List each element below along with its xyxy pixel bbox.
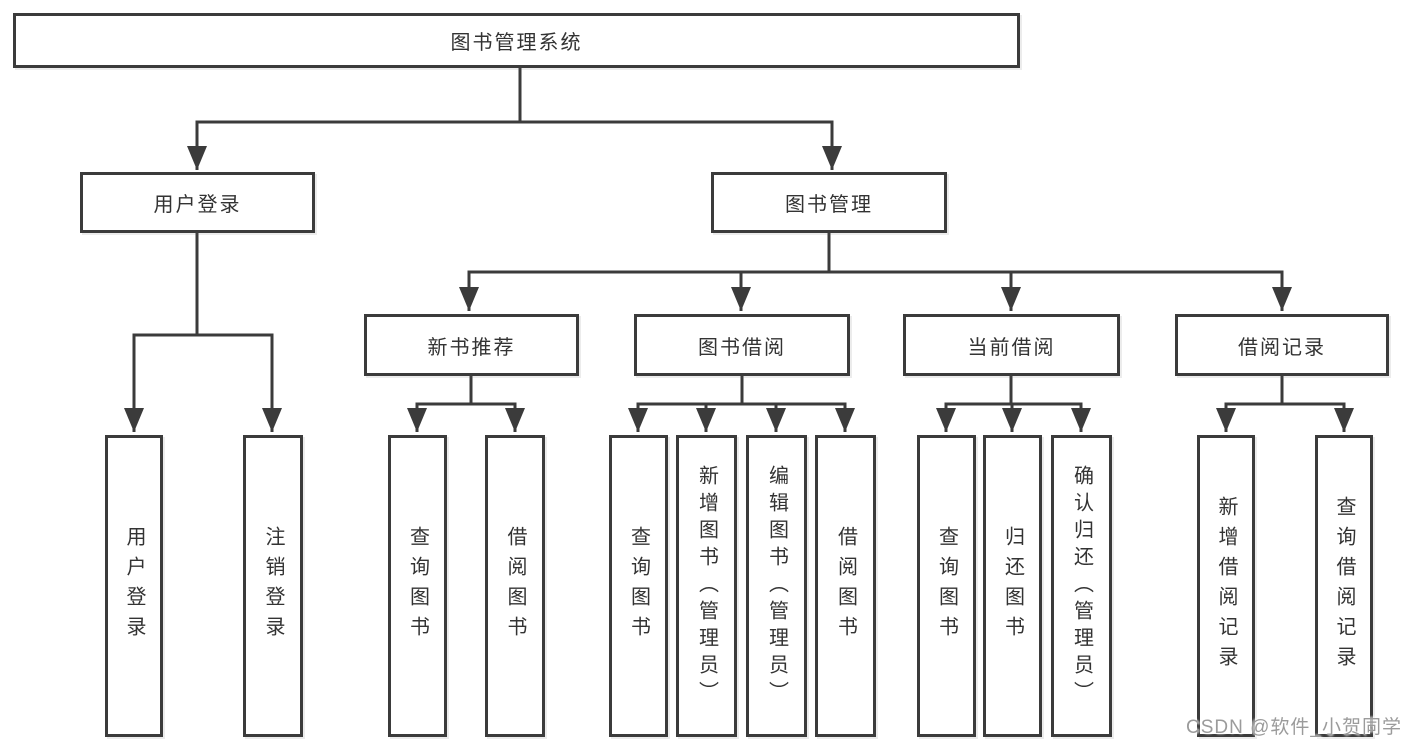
leaf-rec-query-books: 查询图书 — [388, 435, 447, 737]
leaf-br-add-record: 新增借阅记录 — [1197, 435, 1255, 737]
leaf-bb-edit-books-admin-label: 编辑图书（管理员） — [765, 464, 788, 708]
node-new-book-rec-label: 新书推荐 — [427, 336, 516, 359]
csdn-watermark: CSDN @软件_小贺同学 — [1186, 717, 1402, 738]
node-book-borrow-label: 图书借阅 — [698, 336, 786, 359]
leaf-cb-return-books-label: 归还图书 — [1001, 526, 1024, 646]
node-current-borrow: 当前借阅 — [903, 314, 1120, 376]
node-new-book-rec: 新书推荐 — [364, 314, 579, 376]
node-root: 图书管理系统 — [13, 13, 1020, 68]
leaf-bb-borrow-books-label: 借阅图书 — [834, 526, 857, 646]
leaf-logout: 注销登录 — [243, 435, 303, 737]
leaf-cb-confirm-return-admin-label: 确认归还（管理员） — [1070, 464, 1093, 708]
leaf-cb-query-books: 查询图书 — [917, 435, 976, 737]
leaf-br-query-record: 查询借阅记录 — [1315, 435, 1373, 737]
node-current-borrow-label: 当前借阅 — [967, 336, 1056, 359]
leaf-user-login: 用户登录 — [105, 435, 163, 737]
node-book-mgmt-label: 图书管理 — [785, 194, 873, 216]
connector-trunks — [132, 67, 1346, 406]
leaf-bb-query-books: 查询图书 — [609, 435, 668, 737]
node-root-label: 图书管理系统 — [450, 32, 583, 54]
leaf-rec-borrow-books-label: 借阅图书 — [504, 526, 526, 646]
node-book-borrow: 图书借阅 — [634, 314, 850, 376]
leaf-bb-query-books-label: 查询图书 — [627, 526, 650, 646]
node-book-mgmt: 图书管理 — [711, 172, 947, 233]
leaf-cb-confirm-return-admin: 确认归还（管理员） — [1051, 435, 1112, 737]
leaf-rec-query-books-label: 查询图书 — [406, 526, 429, 646]
node-borrow-records: 借阅记录 — [1175, 314, 1389, 376]
leaf-bb-add-books-admin: 新增图书（管理员） — [676, 435, 737, 737]
leaf-br-add-record-label: 新增借阅记录 — [1215, 496, 1237, 676]
node-user-login-label: 用户登录 — [153, 194, 242, 216]
leaf-cb-return-books: 归还图书 — [983, 435, 1042, 737]
leaf-bb-borrow-books: 借阅图书 — [815, 435, 876, 737]
leaf-cb-query-books-label: 查询图书 — [935, 526, 958, 646]
leaf-bb-edit-books-admin: 编辑图书（管理员） — [746, 435, 807, 737]
leaf-logout-label: 注销登录 — [262, 526, 284, 646]
node-borrow-records-label: 借阅记录 — [1238, 336, 1326, 359]
leaf-user-login-label: 用户登录 — [123, 526, 145, 646]
leaf-br-query-record-label: 查询借阅记录 — [1333, 496, 1355, 676]
node-user-login: 用户登录 — [80, 172, 315, 233]
leaf-bb-add-books-admin-label: 新增图书（管理员） — [695, 464, 718, 708]
leaf-rec-borrow-books: 借阅图书 — [485, 435, 545, 737]
